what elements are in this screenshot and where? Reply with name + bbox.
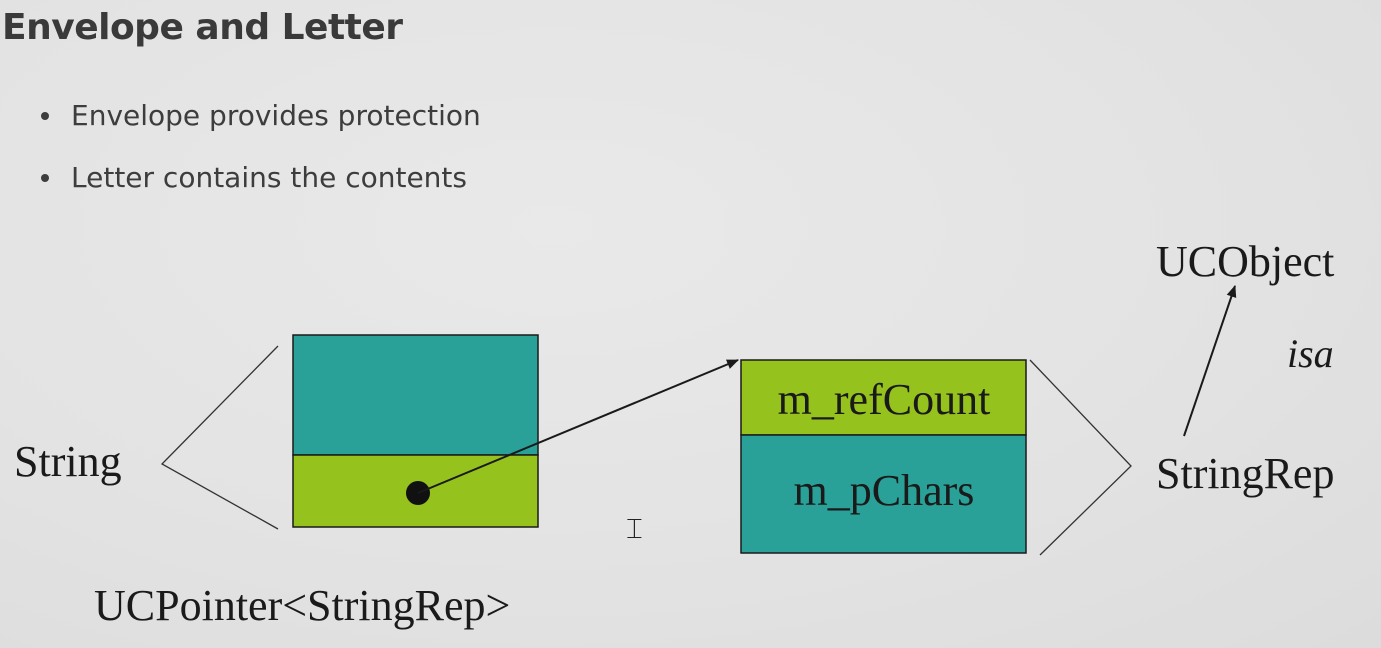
bullet-list: Envelope provides protection Letter cont…	[40, 96, 481, 220]
string-bracket	[160, 345, 279, 530]
pchars-cell	[740, 434, 1027, 554]
pointer-type-label: UCPointer<StringRep>	[94, 581, 510, 630]
isa-arrow	[1183, 285, 1237, 437]
bullet-item: Letter contains the contents	[40, 158, 481, 220]
ucobject-label: UCObject	[1156, 237, 1334, 286]
isa-label: isa	[1287, 331, 1334, 376]
pointer-arrow	[417, 359, 739, 494]
stringrep-bracket	[1029, 359, 1132, 556]
envelope-top-cell	[292, 334, 539, 456]
refcount-cell	[740, 359, 1027, 436]
string-label: String	[14, 437, 122, 486]
slide-title: Envelope and Letter	[2, 7, 403, 48]
refcount-field-label: m_refCount	[778, 375, 991, 424]
bullet-item: Envelope provides protection	[40, 96, 481, 158]
text-cursor-icon: ⌶	[626, 512, 643, 545]
pchars-field-label: m_pChars	[794, 466, 975, 515]
stringrep-label: StringRep	[1156, 449, 1334, 498]
